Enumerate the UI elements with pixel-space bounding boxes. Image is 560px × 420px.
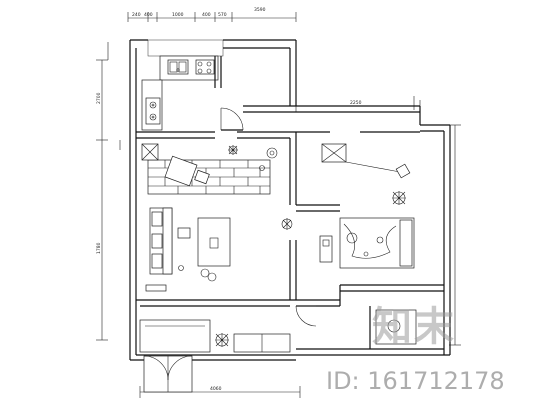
side-table xyxy=(177,227,217,282)
dim-top-1: 240 xyxy=(132,12,141,18)
dim-middle-1: 2250 xyxy=(350,100,362,106)
cross-box-right xyxy=(321,143,347,163)
watermark: 知末 ID: 161712178 xyxy=(326,304,505,395)
kitchen-sink xyxy=(167,59,189,75)
floor-lamp xyxy=(259,147,278,171)
watermark-logo: 知末 xyxy=(372,304,456,350)
dim-top-2: 400 xyxy=(144,12,153,18)
sofa xyxy=(149,207,173,275)
dim-bottom-1: 4060 xyxy=(210,386,222,392)
watermark-id: ID: 161712178 xyxy=(326,367,505,395)
dim-top-4: 400 xyxy=(202,12,211,18)
door-balcony xyxy=(143,355,193,393)
dim-top-5: 570 xyxy=(218,12,227,18)
cross-box-left xyxy=(141,143,159,161)
plant-living-top xyxy=(228,145,238,155)
bedroom-desk xyxy=(319,235,333,263)
dim-left-2: 1780 xyxy=(96,242,102,254)
armchair xyxy=(164,155,210,187)
tv-cabinet xyxy=(145,284,167,292)
bathroom-fixture xyxy=(375,309,417,345)
bottom-plant xyxy=(215,333,229,347)
coffee-table xyxy=(197,217,231,267)
bed xyxy=(339,217,415,269)
kitchen-stove xyxy=(195,59,215,75)
top-dimension-chain: 240 400 1000 400 570 3590 xyxy=(127,7,297,22)
walls xyxy=(129,39,451,361)
dim-top-6: 3590 xyxy=(254,7,266,13)
kitchen-counter-left xyxy=(141,79,163,131)
bedroom-wardrobe-line xyxy=(345,161,411,179)
bottom-cabinet xyxy=(233,333,291,353)
left-dimension-chain: 2700 1780 xyxy=(96,42,121,341)
plant-bedroom xyxy=(392,191,406,205)
plant-living-right xyxy=(281,218,293,230)
dim-left-1: 2700 xyxy=(96,92,102,104)
dim-top-3: 1000 xyxy=(172,12,184,18)
door-bathroom xyxy=(295,305,317,327)
